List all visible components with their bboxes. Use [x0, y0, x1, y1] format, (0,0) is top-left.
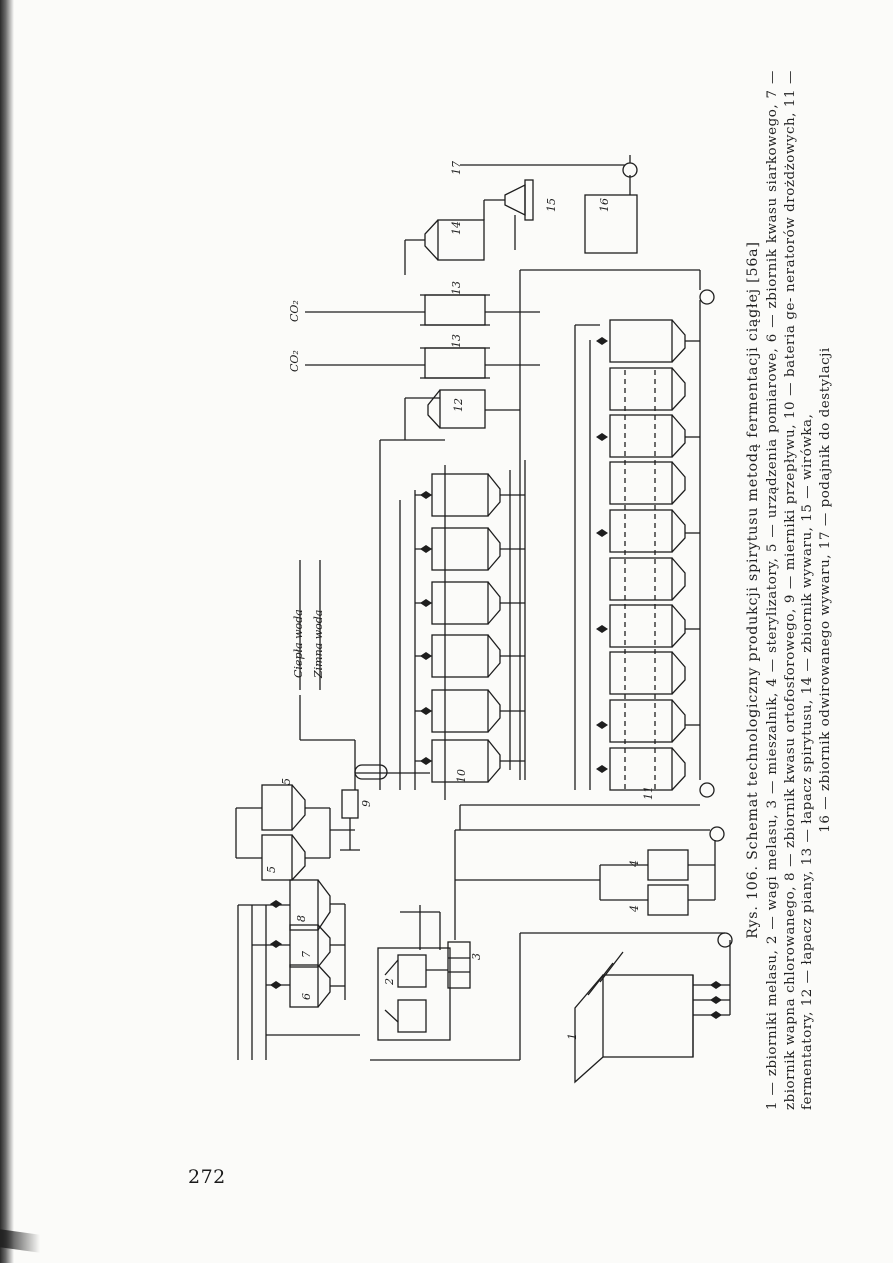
fermenters-11 [609, 319, 686, 791]
sterilizer-4a [647, 849, 689, 881]
label-5a: 5 [280, 778, 293, 785]
label-cold-water: Zimna woda [312, 610, 325, 679]
label-6: 6 [300, 993, 313, 1000]
label-14: 14 [450, 221, 463, 235]
caption-title: Rys. 106. Schemat technologiczny produkc… [745, 241, 761, 939]
sterilizer-4b [647, 884, 689, 916]
label-3: 3 [470, 953, 483, 960]
tank-7 [289, 924, 331, 968]
tank-6 [289, 964, 331, 1008]
legend-line-1: 1 — zbiorniki melasu, 2 — wagi melasu, 3… [765, 197, 780, 1110]
scale-2 [377, 947, 451, 1041]
spirit-catcher-13a [420, 347, 490, 379]
label-16: 16 [598, 198, 611, 212]
label-15: 15 [545, 198, 558, 212]
label-4a: 4 [628, 860, 641, 868]
figure-caption: Rys. 106. Schemat technologiczny produkc… [745, 70, 834, 1110]
label-11: 11 [642, 786, 655, 800]
mixer-3 [447, 941, 471, 989]
label-7: 7 [300, 951, 313, 958]
label-co2-a: CO₂ [288, 350, 301, 372]
label-warm-water: Ciepła woda [292, 609, 305, 678]
label-13b: 13 [450, 281, 463, 295]
page-number: 272 [188, 1166, 226, 1188]
valves [270, 337, 722, 1019]
label-13a: 13 [450, 334, 463, 348]
binding-shadow [0, 0, 14, 1263]
label-10: 10 [455, 769, 468, 783]
label-co2-b: CO₂ [288, 300, 301, 322]
molasses-tanks-1 [574, 951, 694, 1084]
yeast-generator-battery-10 [431, 473, 501, 783]
label-1: 1 [566, 1033, 579, 1040]
label-12: 12 [452, 398, 465, 412]
centrifuged-vinasse-tank-16 [584, 194, 638, 254]
label-2: 2 [383, 978, 396, 986]
flow-meter-9 [340, 789, 360, 851]
label-9: 9 [360, 800, 373, 807]
spirit-catcher-13b [420, 294, 490, 326]
legend-line-4: 16 — zbiornik odwirowanego wywaru, 17 — … [817, 347, 833, 833]
label-5b: 5 [265, 866, 278, 873]
centrifuge-15 [504, 179, 534, 221]
label-4b: 4 [628, 905, 641, 913]
caption-legend: 1 — zbiorniki melasu, 2 — wagi melasu, 3… [764, 70, 834, 1110]
label-8: 8 [295, 915, 308, 922]
label-17: 17 [450, 161, 463, 175]
tank-5b [261, 784, 306, 831]
